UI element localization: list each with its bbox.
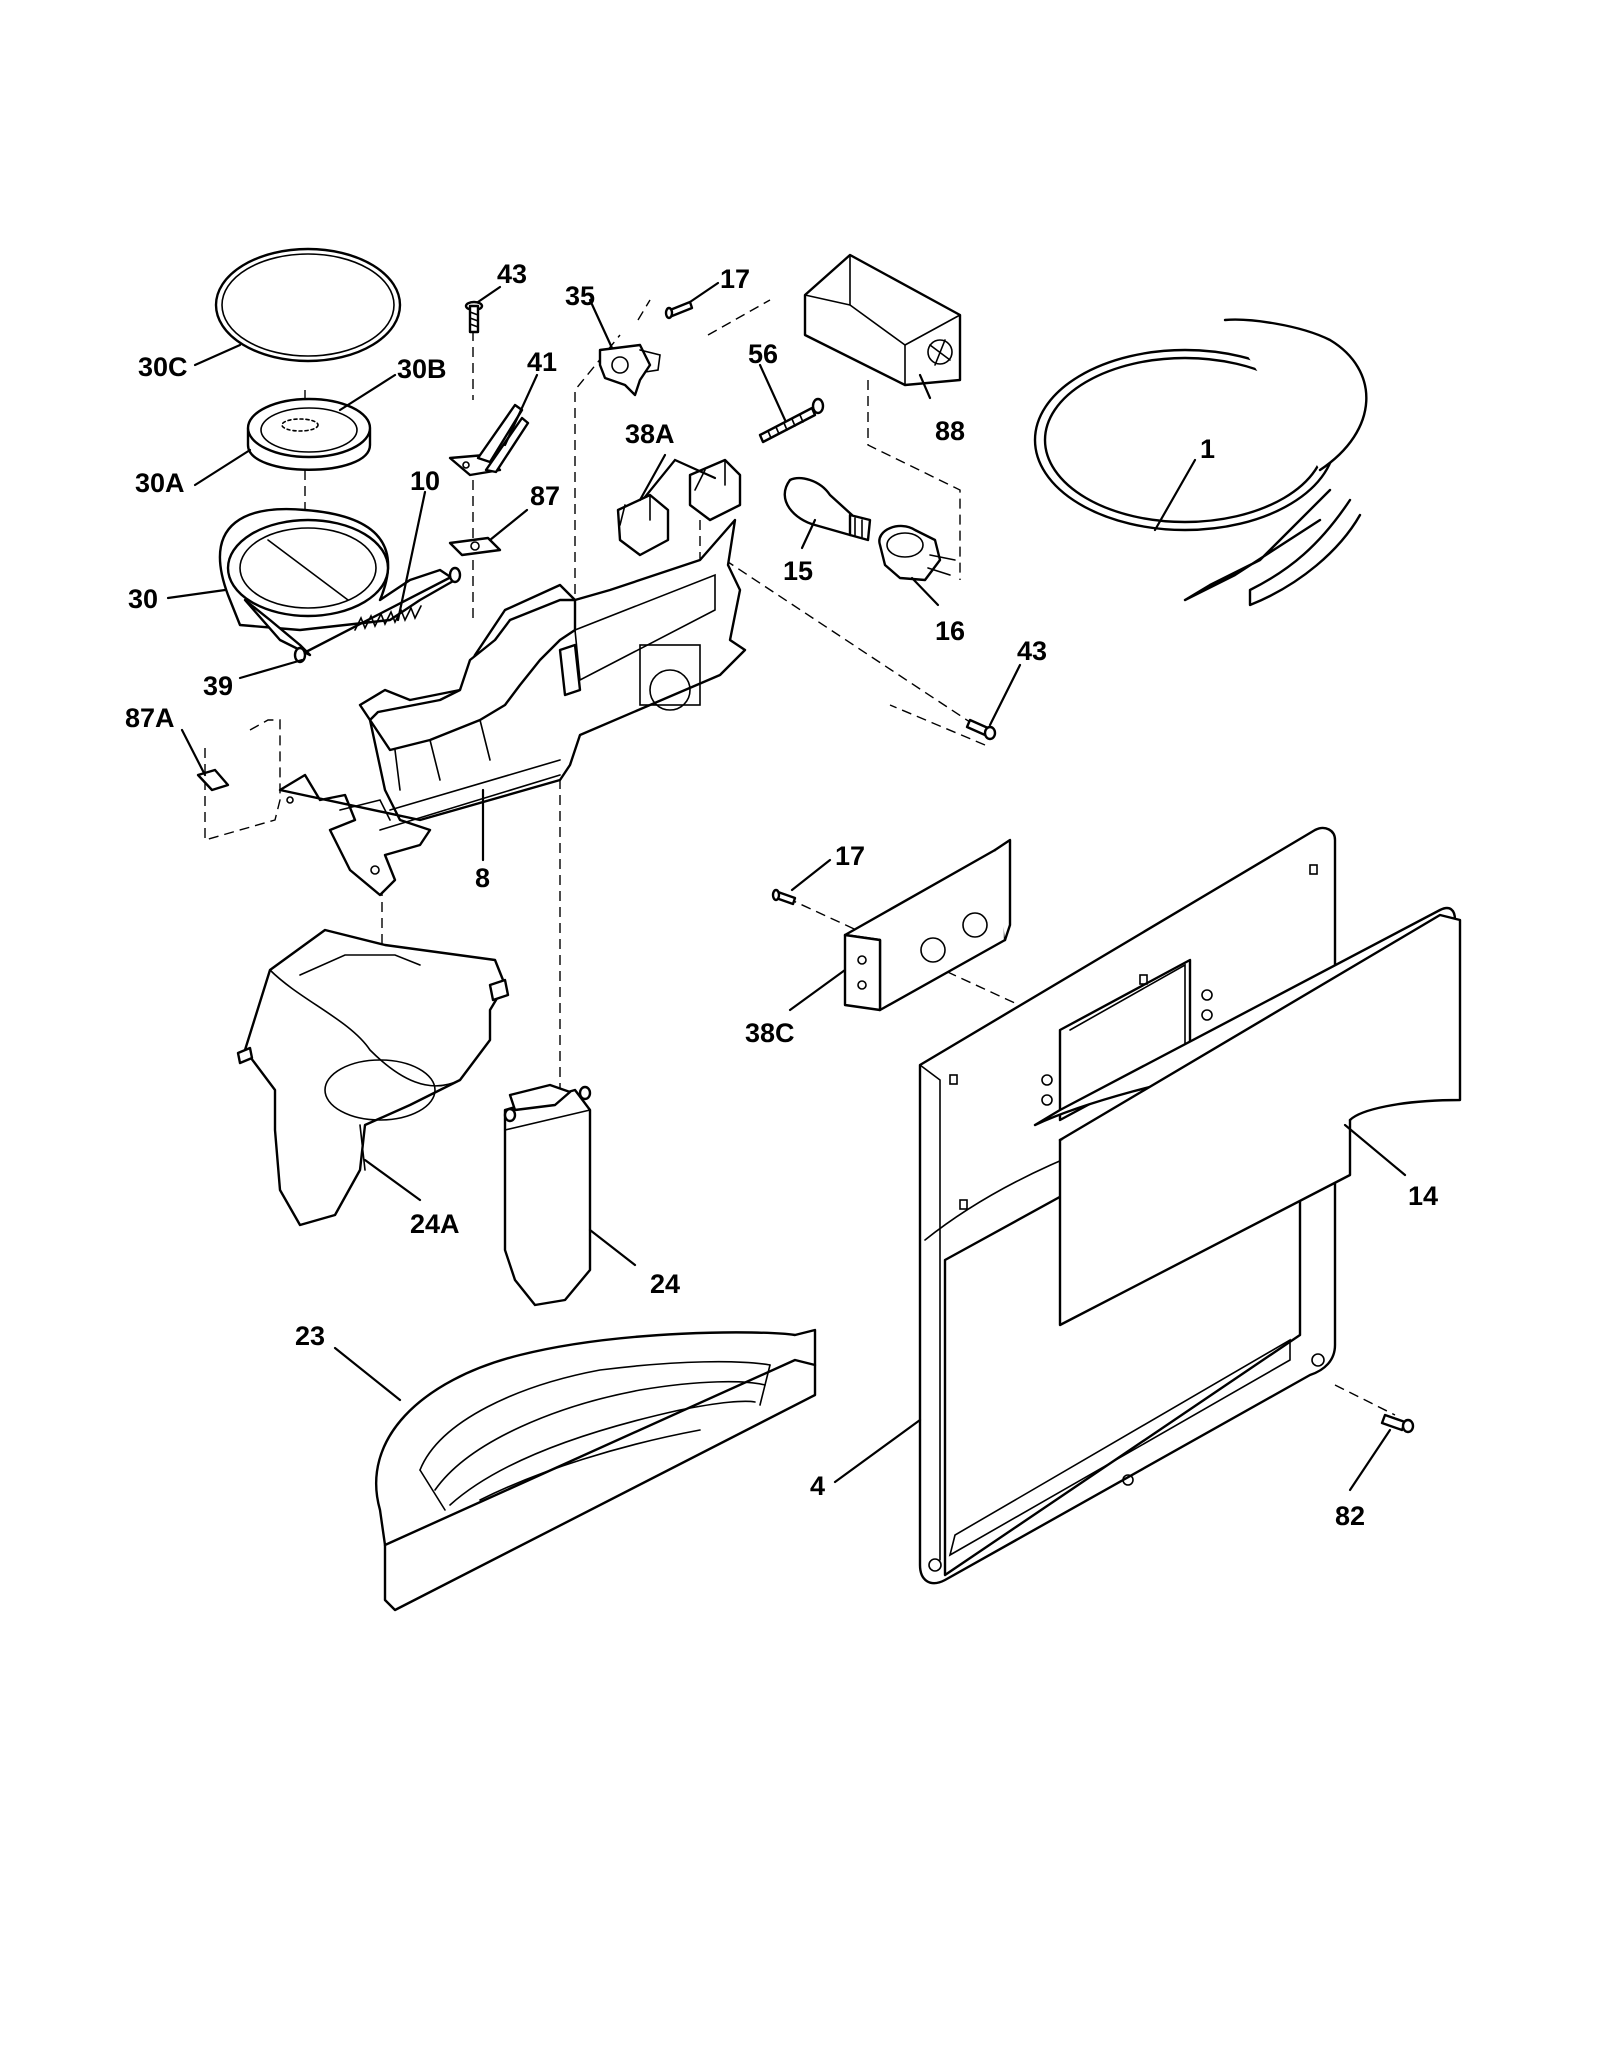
part-30a-cover [246, 397, 372, 471]
label-17-top: 17 [720, 264, 750, 294]
label-87a: 87A [125, 703, 175, 733]
part-35-knob [598, 343, 661, 397]
part-38c-bracket [843, 838, 1012, 1012]
part-30c-gasket [214, 247, 402, 363]
label-15: 15 [783, 556, 813, 586]
label-24: 24 [650, 1269, 680, 1299]
part-10-spring [354, 605, 422, 631]
part-14-overlay [1033, 906, 1462, 1327]
part-41-clip [448, 403, 530, 477]
part-87a-clip [196, 768, 230, 792]
part-15-bulb [783, 476, 872, 542]
part-88-box [803, 253, 962, 387]
part-38a-switches [616, 458, 742, 557]
part-24a-chute [236, 928, 510, 1227]
label-30a: 30A [135, 468, 185, 498]
label-35: 35 [565, 281, 595, 311]
label-10: 10 [410, 466, 440, 496]
label-39: 39 [203, 671, 233, 701]
label-1: 1 [1200, 434, 1215, 464]
part-17-screw-mid [771, 888, 797, 906]
label-87: 87 [530, 481, 560, 511]
part-8-main-housing [278, 518, 747, 897]
label-30c: 30C [138, 352, 188, 382]
leader-lines [166, 281, 1407, 1492]
part-43-screw-top [464, 300, 484, 334]
label-23: 23 [295, 1321, 325, 1351]
label-38c: 38C [745, 1018, 795, 1048]
part-56-screw [758, 397, 825, 444]
label-56: 56 [748, 339, 778, 369]
part-82-screw [1380, 1413, 1415, 1434]
label-8: 8 [475, 863, 490, 893]
part-30-ring-housing [218, 507, 462, 664]
label-82: 82 [1335, 1501, 1365, 1531]
label-43-right: 43 [1017, 636, 1047, 666]
label-41: 41 [527, 347, 557, 377]
part-1-tubing [1033, 318, 1368, 607]
part-87-bracket [448, 536, 502, 557]
callout-labels: 30C 30B 30A 10 30 39 87A 43 41 87 35 17 … [125, 259, 1438, 1531]
label-30: 30 [128, 584, 158, 614]
label-30b: 30B [397, 354, 447, 384]
label-88: 88 [935, 416, 965, 446]
part-23-drip-tray [374, 1328, 817, 1612]
part-43-screw-right [965, 718, 997, 741]
label-17-mid: 17 [835, 841, 865, 871]
label-4: 4 [810, 1471, 825, 1501]
label-38a: 38A [625, 419, 675, 449]
label-43-top: 43 [497, 259, 527, 289]
part-24-paddle [503, 1083, 592, 1307]
part-17-screw-top [664, 300, 694, 320]
part-16-socket [878, 524, 956, 582]
label-16: 16 [935, 616, 965, 646]
label-14: 14 [1408, 1181, 1438, 1211]
label-24a: 24A [410, 1209, 460, 1239]
